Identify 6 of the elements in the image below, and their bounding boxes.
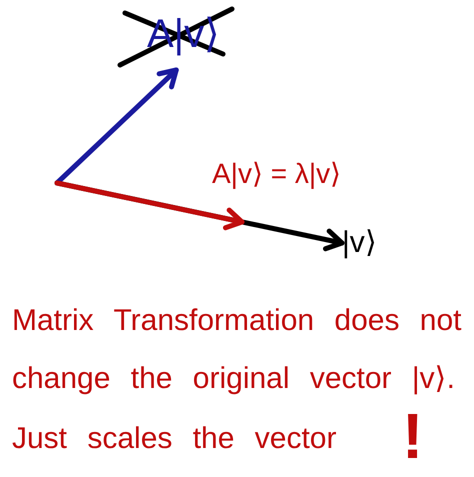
vector-label: |v⟩ <box>342 228 377 258</box>
note-text: Matrix Transformation does not change the original vector |v⟩. <box>12 303 463 397</box>
vector-arrow <box>54 68 179 186</box>
equation-text: A|v⟩ = λ|v⟩ <box>212 160 342 188</box>
exclamation-text: ! <box>402 404 424 468</box>
note-text: Just scales the vector <box>12 421 336 457</box>
